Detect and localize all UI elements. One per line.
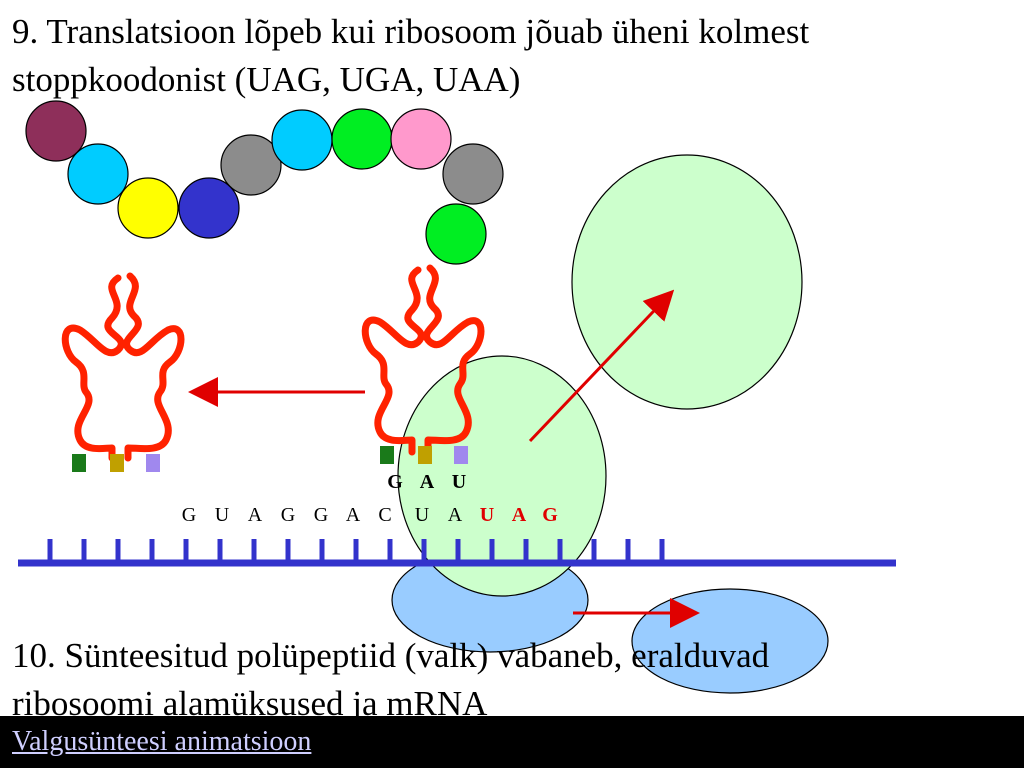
amino-acid [117, 177, 179, 239]
slide-title: 9. Translatsioon lõpeb kui ribosoom jõua… [12, 8, 1002, 104]
stop-codon-base: G [542, 504, 558, 526]
slide-caption-line-1: 10. Sünteesitud polüpeptiid (valk) vaban… [12, 636, 770, 675]
ribosome-large-subunit-released [571, 154, 803, 410]
polypeptide-chain [25, 100, 504, 265]
slide-caption: 10. Sünteesitud polüpeptiid (valk) vaban… [12, 632, 1002, 728]
mrna-base: U [415, 504, 430, 526]
slide-title-line-1: 9. Translatsioon lõpeb kui ribosoom jõua… [12, 12, 810, 51]
translation-termination-diagram: G U A G G A C U A U A G G A U [18, 100, 896, 694]
mrna-base: A [448, 504, 463, 526]
amino-acid [442, 143, 504, 205]
trna-released [61, 272, 185, 472]
stop-codon-base: U [480, 504, 494, 526]
slide-title-line-2: stoppkoodonist (UAG, UGA, UAA) [12, 60, 521, 99]
mrna-strand [18, 539, 896, 567]
amino-acid [271, 109, 333, 171]
mrna-base: A [248, 504, 263, 526]
footer-bar: Valgusünteesi animatsioon [0, 716, 1024, 768]
mrna-base: A [346, 504, 361, 526]
animation-link[interactable]: Valgusünteesi animatsioon [12, 726, 312, 757]
mrna-base: C [378, 504, 391, 526]
trna-anticodon: G A U [387, 471, 466, 493]
mrna-sequence: G U A G G A C U A U A G [182, 504, 558, 526]
mrna-base: U [215, 504, 230, 526]
stop-codon-base: A [512, 504, 527, 526]
large-subunit-release-arrow [528, 289, 675, 443]
amino-acid [331, 108, 393, 170]
amino-acid [67, 143, 129, 205]
amino-acid [390, 108, 452, 170]
anticodon-base: U [452, 471, 466, 493]
trna-in-ribosome [361, 264, 485, 464]
mrna-base: G [314, 504, 328, 526]
anticodon-base: G [387, 471, 403, 493]
mrna-base: G [182, 504, 196, 526]
amino-acid [25, 100, 87, 162]
anticodon-base: A [420, 471, 435, 493]
amino-acid [178, 177, 240, 239]
amino-acid [220, 134, 282, 196]
mrna-base: G [281, 504, 295, 526]
amino-acid [425, 203, 487, 265]
